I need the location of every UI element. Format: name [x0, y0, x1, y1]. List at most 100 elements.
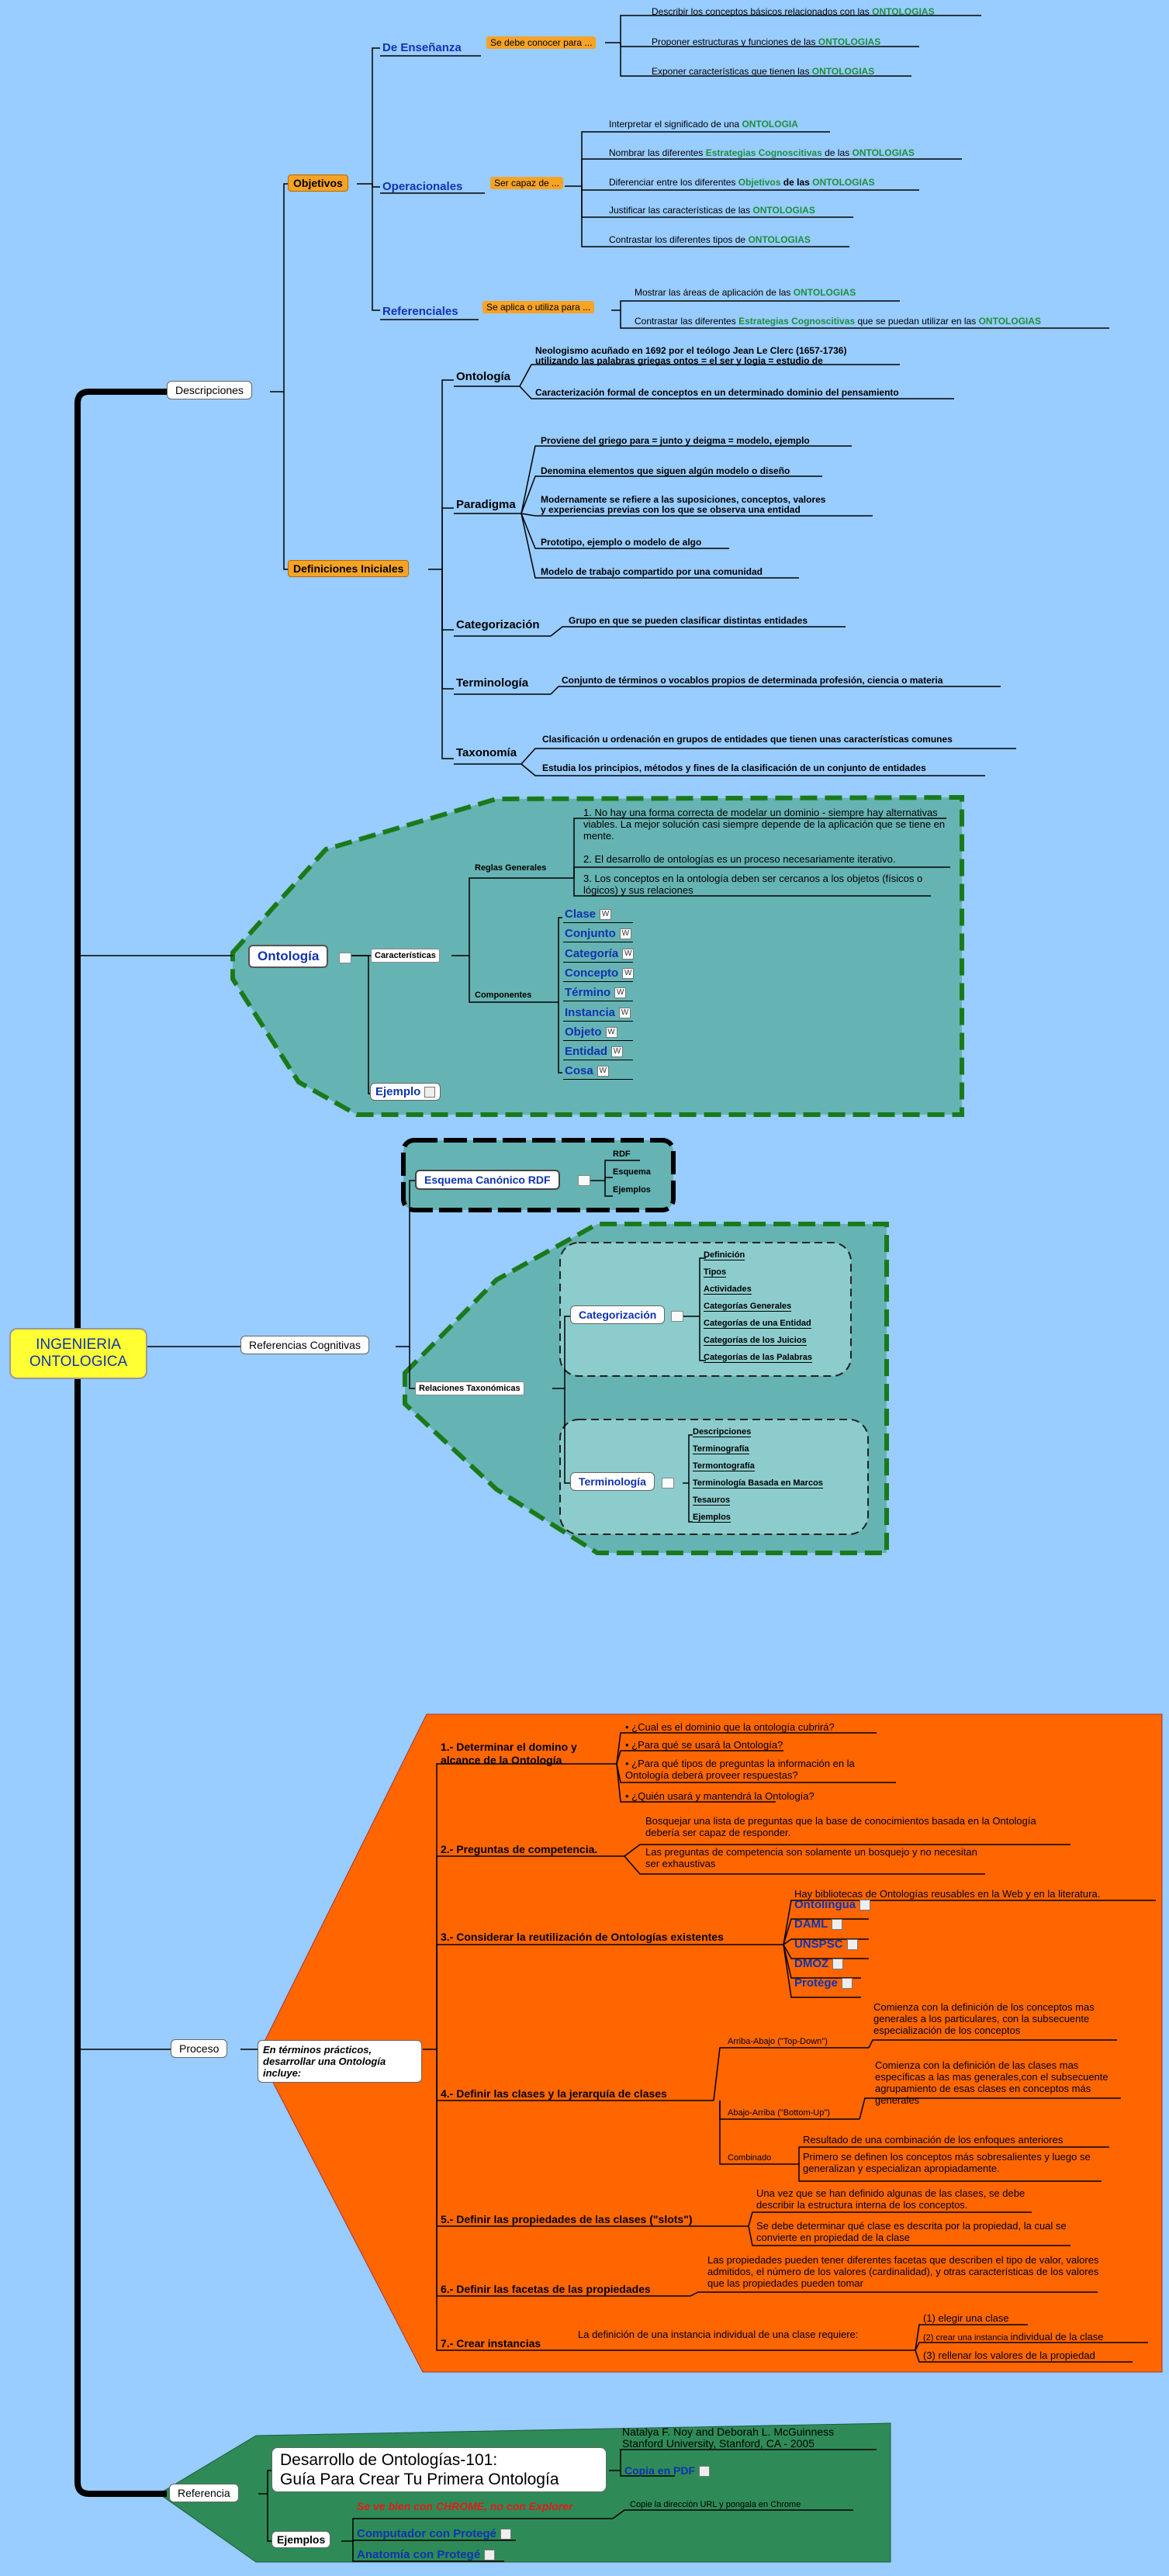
ensenanza-node[interactable]: De Enseñanza [382, 41, 462, 54]
referencia-node[interactable]: Referencia [169, 2484, 239, 2502]
step1-item-4: • ¿Quién usará y mantendrá la Ontología? [625, 1790, 814, 1802]
ontology-link-5[interactable]: Protége [794, 1977, 853, 1990]
operacionales-item-2: Nombrar las diferentes Estrategias Cogno… [609, 147, 915, 158]
pdf-link[interactable]: Copia en PDF [624, 2465, 711, 2477]
ontology-link-4[interactable]: DMOZ [794, 1958, 844, 1969]
proceso-intro: En términos prácticos, desarrollar una O… [258, 2040, 422, 2083]
ontology-link-2[interactable]: DAML [794, 1918, 843, 1931]
note-icon[interactable] [662, 1478, 674, 1489]
wikipedia-icon[interactable]: W [614, 987, 627, 999]
wikipedia-icon[interactable]: W [597, 1066, 609, 1077]
categorizacion-item-1[interactable]: Definición [704, 1250, 745, 1260]
step1-label[interactable]: 1.- Determinar el domino y alcance de la… [441, 1741, 577, 1766]
note-icon[interactable] [339, 953, 351, 963]
referencia-label: Referencia [178, 2487, 230, 2499]
def-taxonomia-item-1: Clasificación u ordenación en grupos de … [542, 734, 953, 745]
proceso-label: Proceso [179, 2042, 220, 2055]
step2-label[interactable]: 2.- Preguntas de competencia. [441, 1843, 598, 1855]
referenciales-node[interactable]: Referenciales [382, 305, 458, 318]
terminologia-item-1[interactable]: Descripciones [693, 1427, 752, 1437]
categorizacion-item-2[interactable]: Tipos [704, 1267, 727, 1278]
categorizacion-item-6[interactable]: Categorías de los Juicios [704, 1336, 807, 1346]
def-paradigma-node[interactable]: Paradigma [456, 498, 516, 511]
relaciones-node[interactable]: Relaciones Taxonómicas [415, 1381, 524, 1395]
categorizacion-item-5[interactable]: Categorías de una Entidad [704, 1319, 811, 1329]
terminologia-item-3[interactable]: Termontografía [693, 1461, 755, 1471]
wikipedia-icon[interactable]: W [619, 928, 631, 940]
esquema-item-rdf[interactable]: RDF [613, 1150, 631, 1159]
terminologia-item-5[interactable]: Tesauros [693, 1495, 731, 1506]
terminologia-item-2[interactable]: Terminografía [693, 1444, 749, 1454]
wikipedia-icon[interactable]: W [600, 909, 612, 921]
step5-label[interactable]: 5.- Definir las propiedades de las clase… [441, 2213, 693, 2225]
componente-underline [563, 1020, 633, 1022]
wikipedia-icon[interactable]: W [611, 1046, 623, 1058]
def-terminologia-item: Conjunto de términos o vocablos propios … [562, 675, 943, 686]
def-categorizacion-node[interactable]: Categorización [456, 618, 540, 631]
terminologia-item-4[interactable]: Terminología Basada en Marcos [693, 1478, 823, 1489]
note-icon[interactable] [578, 1175, 590, 1186]
ontology-link-1[interactable]: Ontolingua [794, 1899, 871, 1911]
link-anatomia[interactable]: Anatomía con Protegé [357, 2549, 496, 2561]
wikipedia-icon[interactable]: W [622, 948, 635, 960]
ejemplo-node[interactable]: Ejemplo [370, 1083, 441, 1101]
ontologia-region [230, 794, 964, 1117]
def-ontologia-node[interactable]: Ontología [456, 370, 510, 383]
link-icon [484, 2550, 496, 2561]
referencia-title[interactable]: Desarrollo de Ontologías-101: Guía Para … [271, 2447, 607, 2492]
esquema-node[interactable]: Esquema Canónico RDF [415, 1170, 560, 1190]
categorizacion-item-7[interactable]: Categorías de las Palabras [704, 1353, 813, 1363]
terminologia-item-6[interactable]: Ejemplos [693, 1513, 731, 1523]
operacionales-node[interactable]: Operacionales [382, 180, 463, 193]
proceso-region [258, 1713, 1163, 2373]
categorizacion-item-3[interactable]: Actividades [704, 1285, 752, 1295]
wikipedia-icon[interactable]: W [605, 1026, 617, 1038]
referencias-node[interactable]: Referencias Cognitivas [240, 1336, 369, 1354]
categorizacion-node[interactable]: Categorización [570, 1305, 666, 1324]
categorizacion-item-4[interactable]: Categorías Generales [704, 1302, 792, 1312]
operacionales-item-3: Diferenciar entre los diferentes Objetiv… [609, 177, 875, 188]
step3-label[interactable]: 3.- Considerar la reutilización de Ontol… [441, 1931, 724, 1943]
proceso-node[interactable]: Proceso [171, 2039, 228, 2058]
ontology-link-3[interactable]: UNSPSC [794, 1938, 858, 1950]
ontologia-node[interactable]: Ontología [248, 945, 329, 968]
step7-label[interactable]: 7.- Crear instancias [441, 2337, 541, 2350]
esquema-item-esquema[interactable]: Esquema [613, 1167, 651, 1177]
link-computador[interactable]: Computador con Protegé [357, 2528, 512, 2540]
root-topic[interactable]: INGENIERIA ONTOLOGICA [9, 1328, 147, 1379]
descripciones-node[interactable]: Descripciones [167, 381, 252, 399]
wikipedia-icon[interactable]: W [619, 1007, 631, 1018]
def-paradigma-item-3: Modernamente se refiere a las suposicion… [541, 494, 826, 505]
link-icon[interactable] [424, 1087, 436, 1098]
ejemplos-node[interactable]: Ejemplos [271, 2531, 331, 2548]
esquema-item-ejemplos[interactable]: Ejemplos [613, 1185, 651, 1195]
wikipedia-icon[interactable]: W [622, 967, 635, 979]
caracteristicas-node[interactable]: Características [371, 949, 440, 963]
componente-underline [563, 980, 633, 982]
step4-label[interactable]: 4.- Definir las clases y la jerarquía de… [441, 2087, 667, 2100]
def-terminologia-node[interactable]: Terminología [456, 676, 529, 690]
reglas-node[interactable]: Reglas Generales [475, 863, 547, 873]
regla-1: 1. No hay una forma correcta de modelar … [583, 807, 946, 842]
step6-label[interactable]: 6.- Definir las facetas de las propiedad… [441, 2283, 651, 2295]
pdf-icon [699, 2466, 711, 2477]
combinado-item-2: Primero se definen los conceptos más sob… [803, 2151, 1091, 2174]
objetivos-node[interactable]: Objetivos [288, 175, 348, 192]
note-icon[interactable] [671, 1311, 683, 1322]
step5-item-2: Se debe determinar qué clase es descrita… [756, 2220, 1067, 2243]
terminologia-node[interactable]: Terminología [570, 1472, 655, 1491]
ensenanza-item-3: Exponer características que tienen las O… [652, 66, 875, 77]
def-taxonomia-node[interactable]: Taxonomía [456, 746, 517, 759]
abajo-arriba-text: Comienza con la definición de las clases… [875, 2059, 1108, 2106]
componentes-node[interactable]: Componentes [475, 991, 532, 1000]
definiciones-node[interactable]: Definiciones Iniciales [288, 560, 410, 577]
